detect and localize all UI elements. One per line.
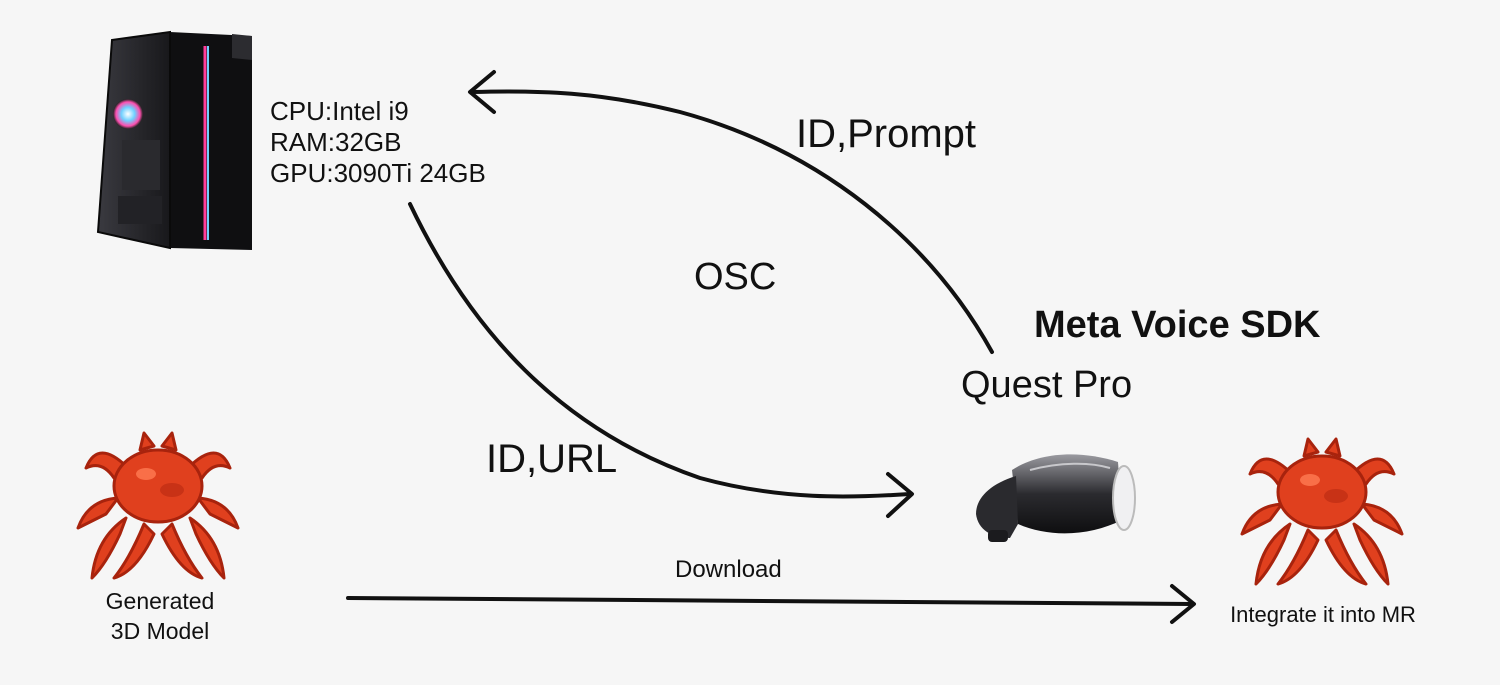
edge-label-url: ID,URL [486,437,618,481]
arrow-download [346,584,1196,624]
arrow-prompt [468,70,994,354]
sdk-label: Meta Voice SDK [1034,304,1321,346]
pc-spec-cpu: CPU:Intel i9 [270,96,409,126]
device-label: Quest Pro [961,364,1133,406]
desktop-pc-icon [96,30,252,250]
crab-model-icon-integrated [1240,437,1404,586]
generated-model-label: Generated 3D Model [105,588,215,644]
crab-model-icon-generated [76,431,240,580]
integrate-model-label: Integrate it into MR [1230,602,1416,627]
pc-spec-ram: RAM:32GB [270,127,402,157]
edge-label-download: Download [675,556,782,583]
arrow-url [408,202,914,518]
pc-specs: CPU:Intel i9 RAM:32GB GPU:3090Ti 24GB [270,96,486,189]
vr-headset-icon [976,454,1136,542]
edge-label-protocol: OSC [694,256,777,298]
pc-spec-gpu: GPU:3090Ti 24GB [270,158,486,188]
edge-label-prompt: ID,Prompt [796,112,977,156]
